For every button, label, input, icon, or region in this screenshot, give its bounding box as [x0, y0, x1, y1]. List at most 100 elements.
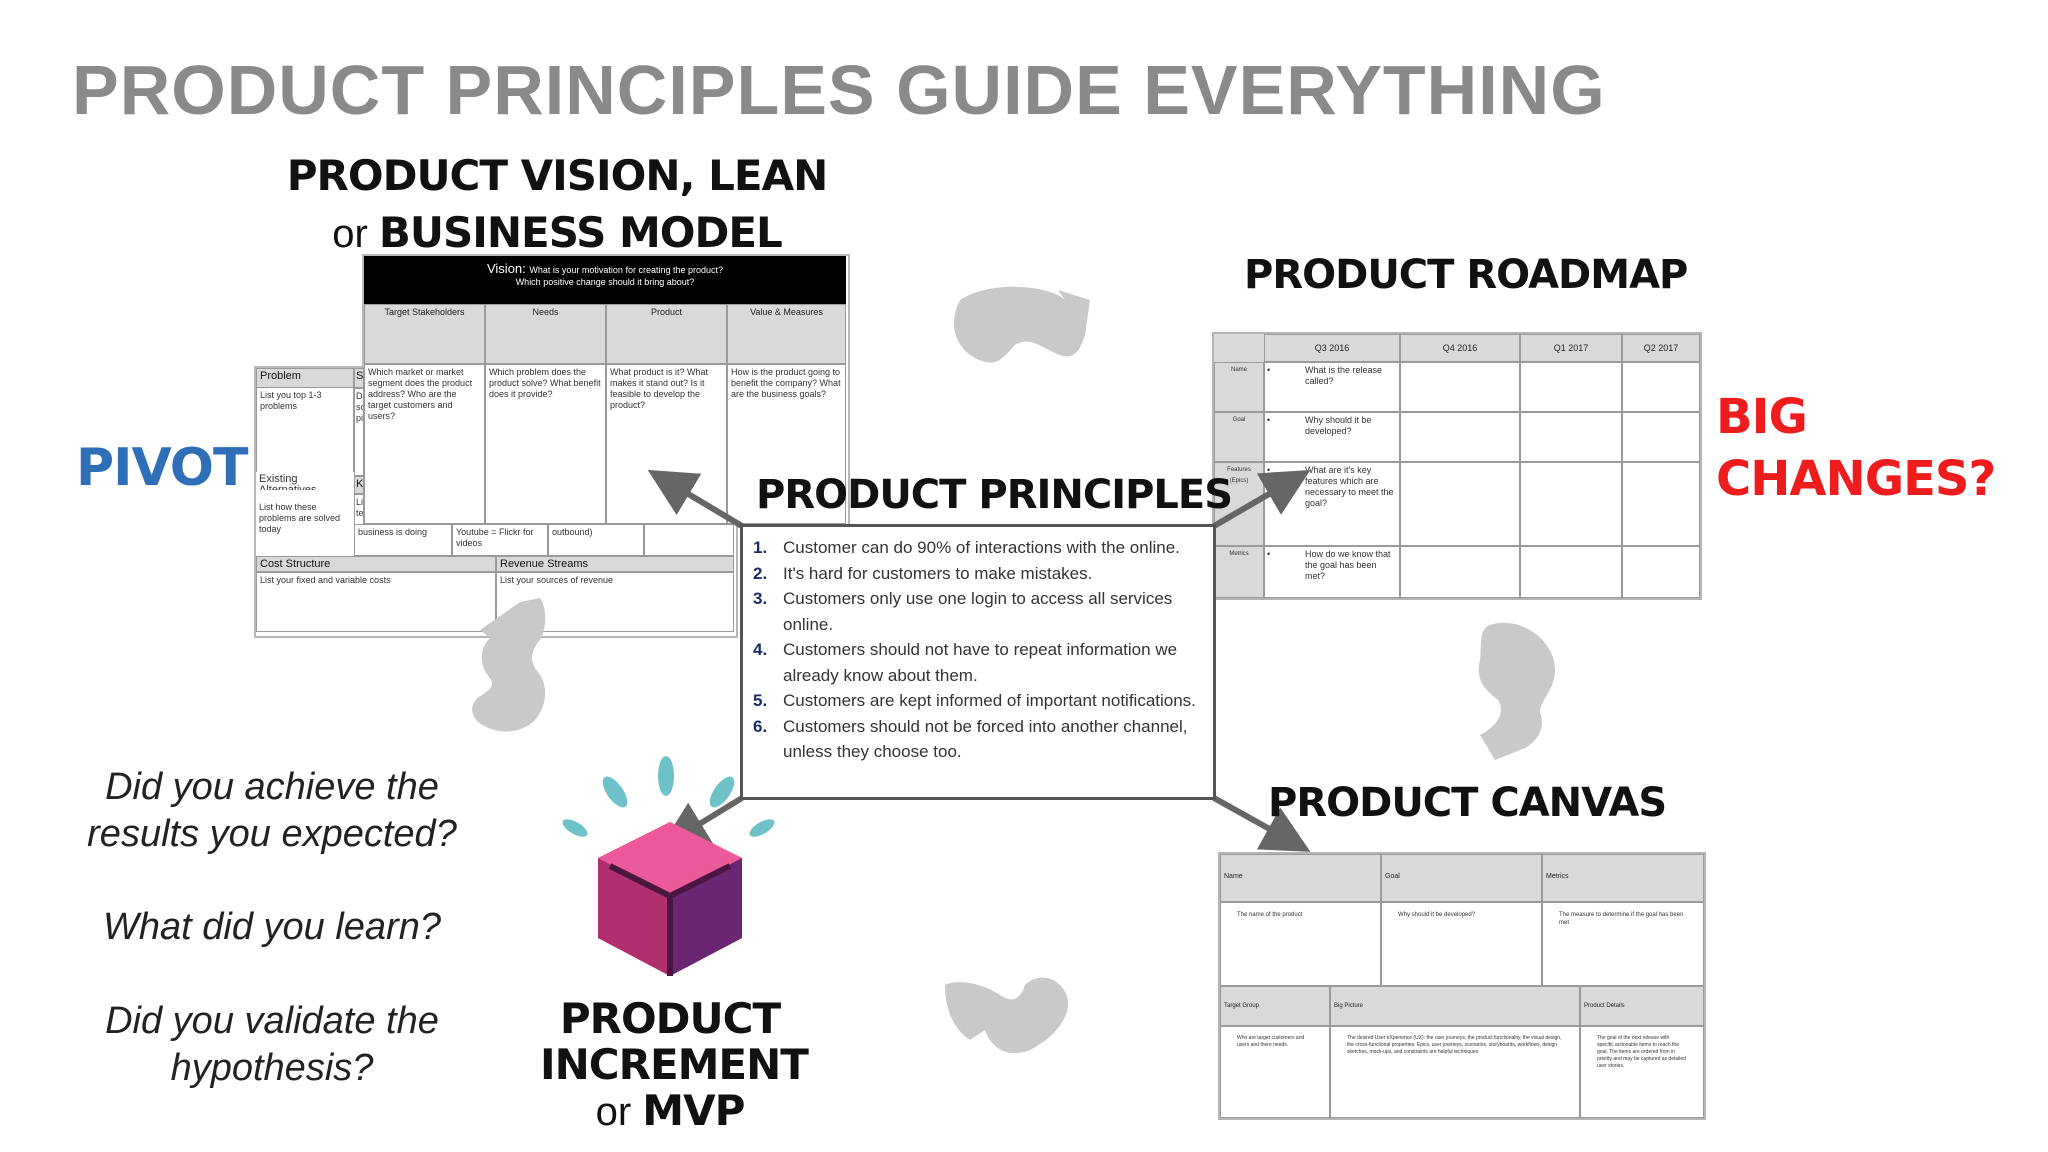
- roadmap-col-header: Q3 2016: [1264, 334, 1400, 362]
- sparkle-icon: [709, 776, 735, 808]
- cycle-arrow-icon: [954, 286, 1090, 363]
- roadmap-cell: [1622, 462, 1700, 546]
- roadmap-cell: [1520, 412, 1622, 462]
- roadmap-row-label: Metrics: [1214, 546, 1264, 598]
- principle-item: 6. Customers should not be forced into an…: [753, 714, 1203, 765]
- canvas-heading: PRODUCT CANVAS: [1268, 780, 1667, 826]
- roadmap-heading: PRODUCT ROADMAP: [1244, 252, 1688, 298]
- roadmap-cell: [1520, 546, 1622, 598]
- principle-text: It's hard for customers to make mistakes…: [783, 563, 1093, 583]
- principles-box: 1. Customer can do 90% of interactions wi…: [740, 524, 1216, 800]
- vision-col-header: Product: [606, 304, 727, 364]
- roadmap-cell: [1400, 412, 1520, 462]
- canvas-top-text: Why should it be developed?: [1381, 902, 1542, 986]
- roadmap-row-label: Goal: [1214, 412, 1264, 462]
- existing-label: Existing Alternatives: [256, 472, 354, 490]
- product-canvas-table: Name Goal Metrics The name of the produc…: [1218, 852, 1706, 1120]
- roadmap-cell: [1520, 362, 1622, 412]
- lean-canvas-thumbnail: Vision: What is your motivation for crea…: [254, 254, 850, 638]
- principle-item: 1. Customer can do 90% of interactions wi…: [753, 535, 1203, 561]
- cycle-arrow-icon: [945, 977, 1069, 1054]
- principle-item: 4. Customers should not have to repeat in…: [753, 637, 1203, 688]
- product-cube-icon: [598, 822, 742, 976]
- roadmap-cell: [1520, 462, 1622, 546]
- roadmap-row-text-content: What are it's key features which are nec…: [1305, 465, 1394, 508]
- vision-heading-or: or: [332, 212, 379, 256]
- vision-col-header: Target Stakeholders: [364, 304, 485, 364]
- roadmap-cell: [1622, 412, 1700, 462]
- big-changes-line1: BIG: [1716, 389, 1808, 445]
- roadmap-col-header: Q4 2016: [1400, 334, 1520, 362]
- key-metrics-label: K: [354, 476, 364, 494]
- principle-number: 1.: [753, 538, 768, 557]
- roadmap-cell: [1622, 362, 1700, 412]
- big-changes-label: BIG CHANGES?: [1716, 386, 1996, 510]
- vision-col-header: Value & Measures: [727, 304, 846, 364]
- principle-number: 2.: [753, 563, 768, 583]
- connector-arrow-icon: [647, 469, 744, 529]
- canvas-bottom-header: Target Group: [1220, 986, 1330, 1026]
- principle-text: Customer can do 90% of interactions with…: [783, 538, 1180, 557]
- roadmap-bullet: •: [1267, 415, 1271, 425]
- canvas-top-header: Goal: [1381, 854, 1542, 902]
- existing-text: List how these problems are solved today: [256, 500, 354, 548]
- roadmap-row-text-content: What is the release called?: [1305, 365, 1383, 386]
- vision-question-1: What is your motivation for creating the…: [529, 265, 723, 275]
- connector-arrow-icon: [1212, 469, 1311, 529]
- vision-col-text: How is the product going to benefit the …: [727, 364, 846, 524]
- problem-text: List you top 1-3 problems: [256, 388, 354, 484]
- roadmap-col-header: Q2 2017: [1622, 334, 1700, 362]
- principle-number: 6.: [753, 716, 768, 736]
- cycle-arrow-icon: [472, 598, 546, 732]
- question-learn: What did you learn?: [103, 906, 441, 948]
- principle-text: Customers should not have to repeat info…: [783, 640, 1178, 685]
- principle-number: 4.: [753, 640, 768, 659]
- cost-structure-label: Cost Structure: [256, 556, 496, 572]
- roadmap-cell: [1400, 546, 1520, 598]
- lean-row-empty: [644, 524, 734, 556]
- principle-item: 2. It's hard for customers to make mistak…: [753, 561, 1203, 587]
- roadmap-cell: [1622, 546, 1700, 598]
- increment-mvp: MVP: [642, 1086, 745, 1135]
- roadmap-row-text-content: Why should it be developed?: [1305, 415, 1372, 436]
- lean-row-text: Youtube = Flickr for videos: [452, 524, 548, 556]
- canvas-top-header: Metrics: [1542, 854, 1704, 902]
- roadmap-cell: [1400, 462, 1520, 546]
- vision-col-text: Which market or market segment does the …: [364, 364, 485, 524]
- increment-line2: INCREMENT: [540, 1040, 809, 1089]
- canvas-bottom-text: The desired User eXperience (UX): the us…: [1330, 1026, 1580, 1118]
- vision-bar: Vision: What is your motivation for crea…: [364, 256, 846, 304]
- canvas-top-text: The measure to determine if the goal has…: [1542, 902, 1704, 986]
- principles-list: 1. Customer can do 90% of interactions wi…: [753, 535, 1203, 765]
- vision-col-text: Which problem does the product solve? Wh…: [485, 364, 606, 524]
- vision-question-2: Which positive change should it bring ab…: [515, 277, 695, 287]
- roadmap-col-header: Q1 2017: [1520, 334, 1622, 362]
- principles-heading: PRODUCT PRINCIPLES: [756, 472, 1233, 518]
- roadmap-table: Q3 2016 Q4 2016 Q1 2017 Q2 2017 Name •Wh…: [1212, 332, 1702, 600]
- roadmap-row-text: •What is the release called?: [1264, 362, 1400, 412]
- big-changes-line2: CHANGES?: [1716, 451, 1996, 507]
- pivot-label: PIVOT: [76, 438, 248, 498]
- principle-text: Customers should not be forced into anot…: [783, 716, 1188, 762]
- cost-structure-text: List your fixed and variable costs: [256, 572, 496, 632]
- question-results: Did you achieve the results you expected…: [87, 766, 457, 855]
- roadmap-bullet: •: [1267, 549, 1271, 559]
- canvas-top-text: The name of the product: [1220, 902, 1381, 986]
- roadmap-row-text: •How do we know that the goal has been m…: [1264, 546, 1400, 598]
- principle-text: Customers are kept informed of important…: [783, 691, 1196, 710]
- solution-label: S: [354, 368, 364, 388]
- vision-heading-comma: ,: [679, 151, 709, 200]
- vision-col-header: Needs: [485, 304, 606, 364]
- sparkle-icon: [658, 756, 674, 796]
- lean-row-text: business is doing: [354, 524, 452, 556]
- principle-item: 5.Customers are kept informed of importa…: [753, 688, 1203, 714]
- increment-heading: PRODUCT INCREMENT or MVP: [540, 996, 809, 1143]
- lean-row-text: outbound): [548, 524, 644, 556]
- vision-heading-line1: PRODUCT VISION: [286, 151, 681, 200]
- roadmap-row-label: Name: [1214, 362, 1264, 412]
- principle-text: Customers only use one login to access a…: [783, 589, 1173, 634]
- canvas-bottom-text: Who are target customers and users and t…: [1220, 1026, 1330, 1118]
- principle-number: 3.: [753, 589, 768, 608]
- roadmap-cell: [1400, 362, 1520, 412]
